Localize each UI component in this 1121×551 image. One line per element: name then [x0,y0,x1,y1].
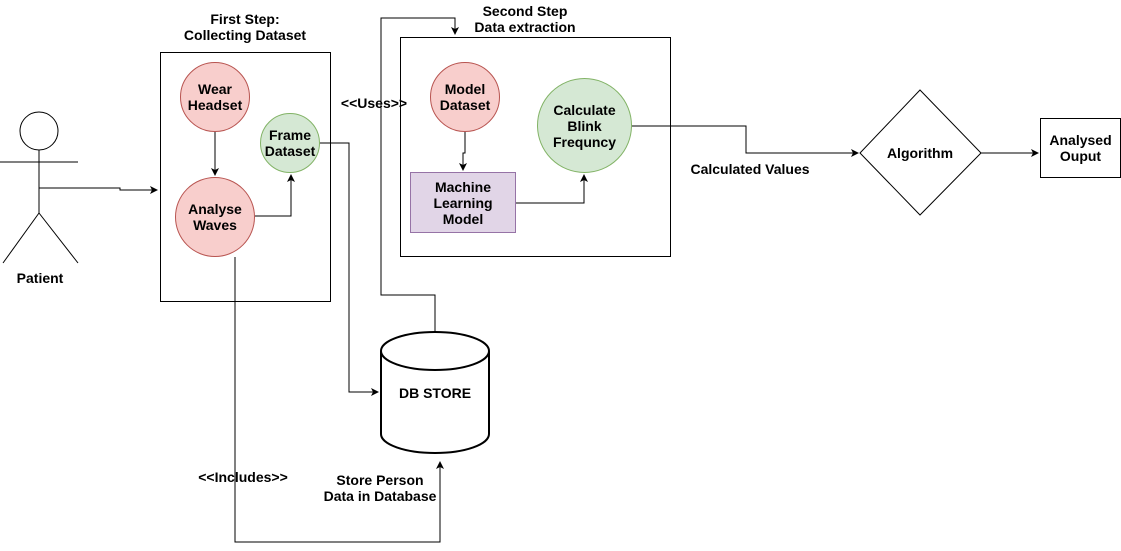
edge-model-to-ml [459,132,467,171]
includes-label: <<Includes>> [198,469,288,485]
calculate-blink-node: Calculate Blink Frequncy [537,78,632,173]
second-step-container [400,37,671,257]
frame-dataset-node: Frame Dataset [260,113,320,173]
edge-waves-to-db-includes [234,257,444,543]
db-store-cylinder-icon [380,331,490,454]
edge-ml-to-blink [516,174,588,204]
algorithm-label: Algorithm [886,145,954,161]
first-step-container [160,52,331,302]
second-step-title: Second Step Data extraction [474,3,576,35]
model-dataset-node: Model Dataset [430,62,500,132]
first-step-title: First Step: Collecting Dataset [183,11,307,43]
ml-model-node: Machine Learning Model [410,172,516,233]
edge-db-to-step2 [380,17,459,332]
analysed-output-node: Analysed Ouput [1040,118,1121,178]
patient-actor-icon [0,111,79,264]
wear-headset-node: Wear Headset [180,62,250,132]
store-person-label: Store Person Data in Database [323,472,437,504]
db-store-label: DB STORE [398,385,472,401]
analyse-waves-node: Analyse Waves [175,177,255,257]
patient-label: Patient [16,270,64,286]
edge-frame-to-db [320,142,379,396]
edge-waves-to-frame [255,174,295,217]
edge-patient-to-step1 [39,186,158,194]
calculated-values-label: Calculated Values [690,161,810,177]
uses-label: <<Uses>> [340,95,408,111]
edge-blink-to-algorithm [632,125,859,157]
algorithm-diamond [859,89,982,216]
